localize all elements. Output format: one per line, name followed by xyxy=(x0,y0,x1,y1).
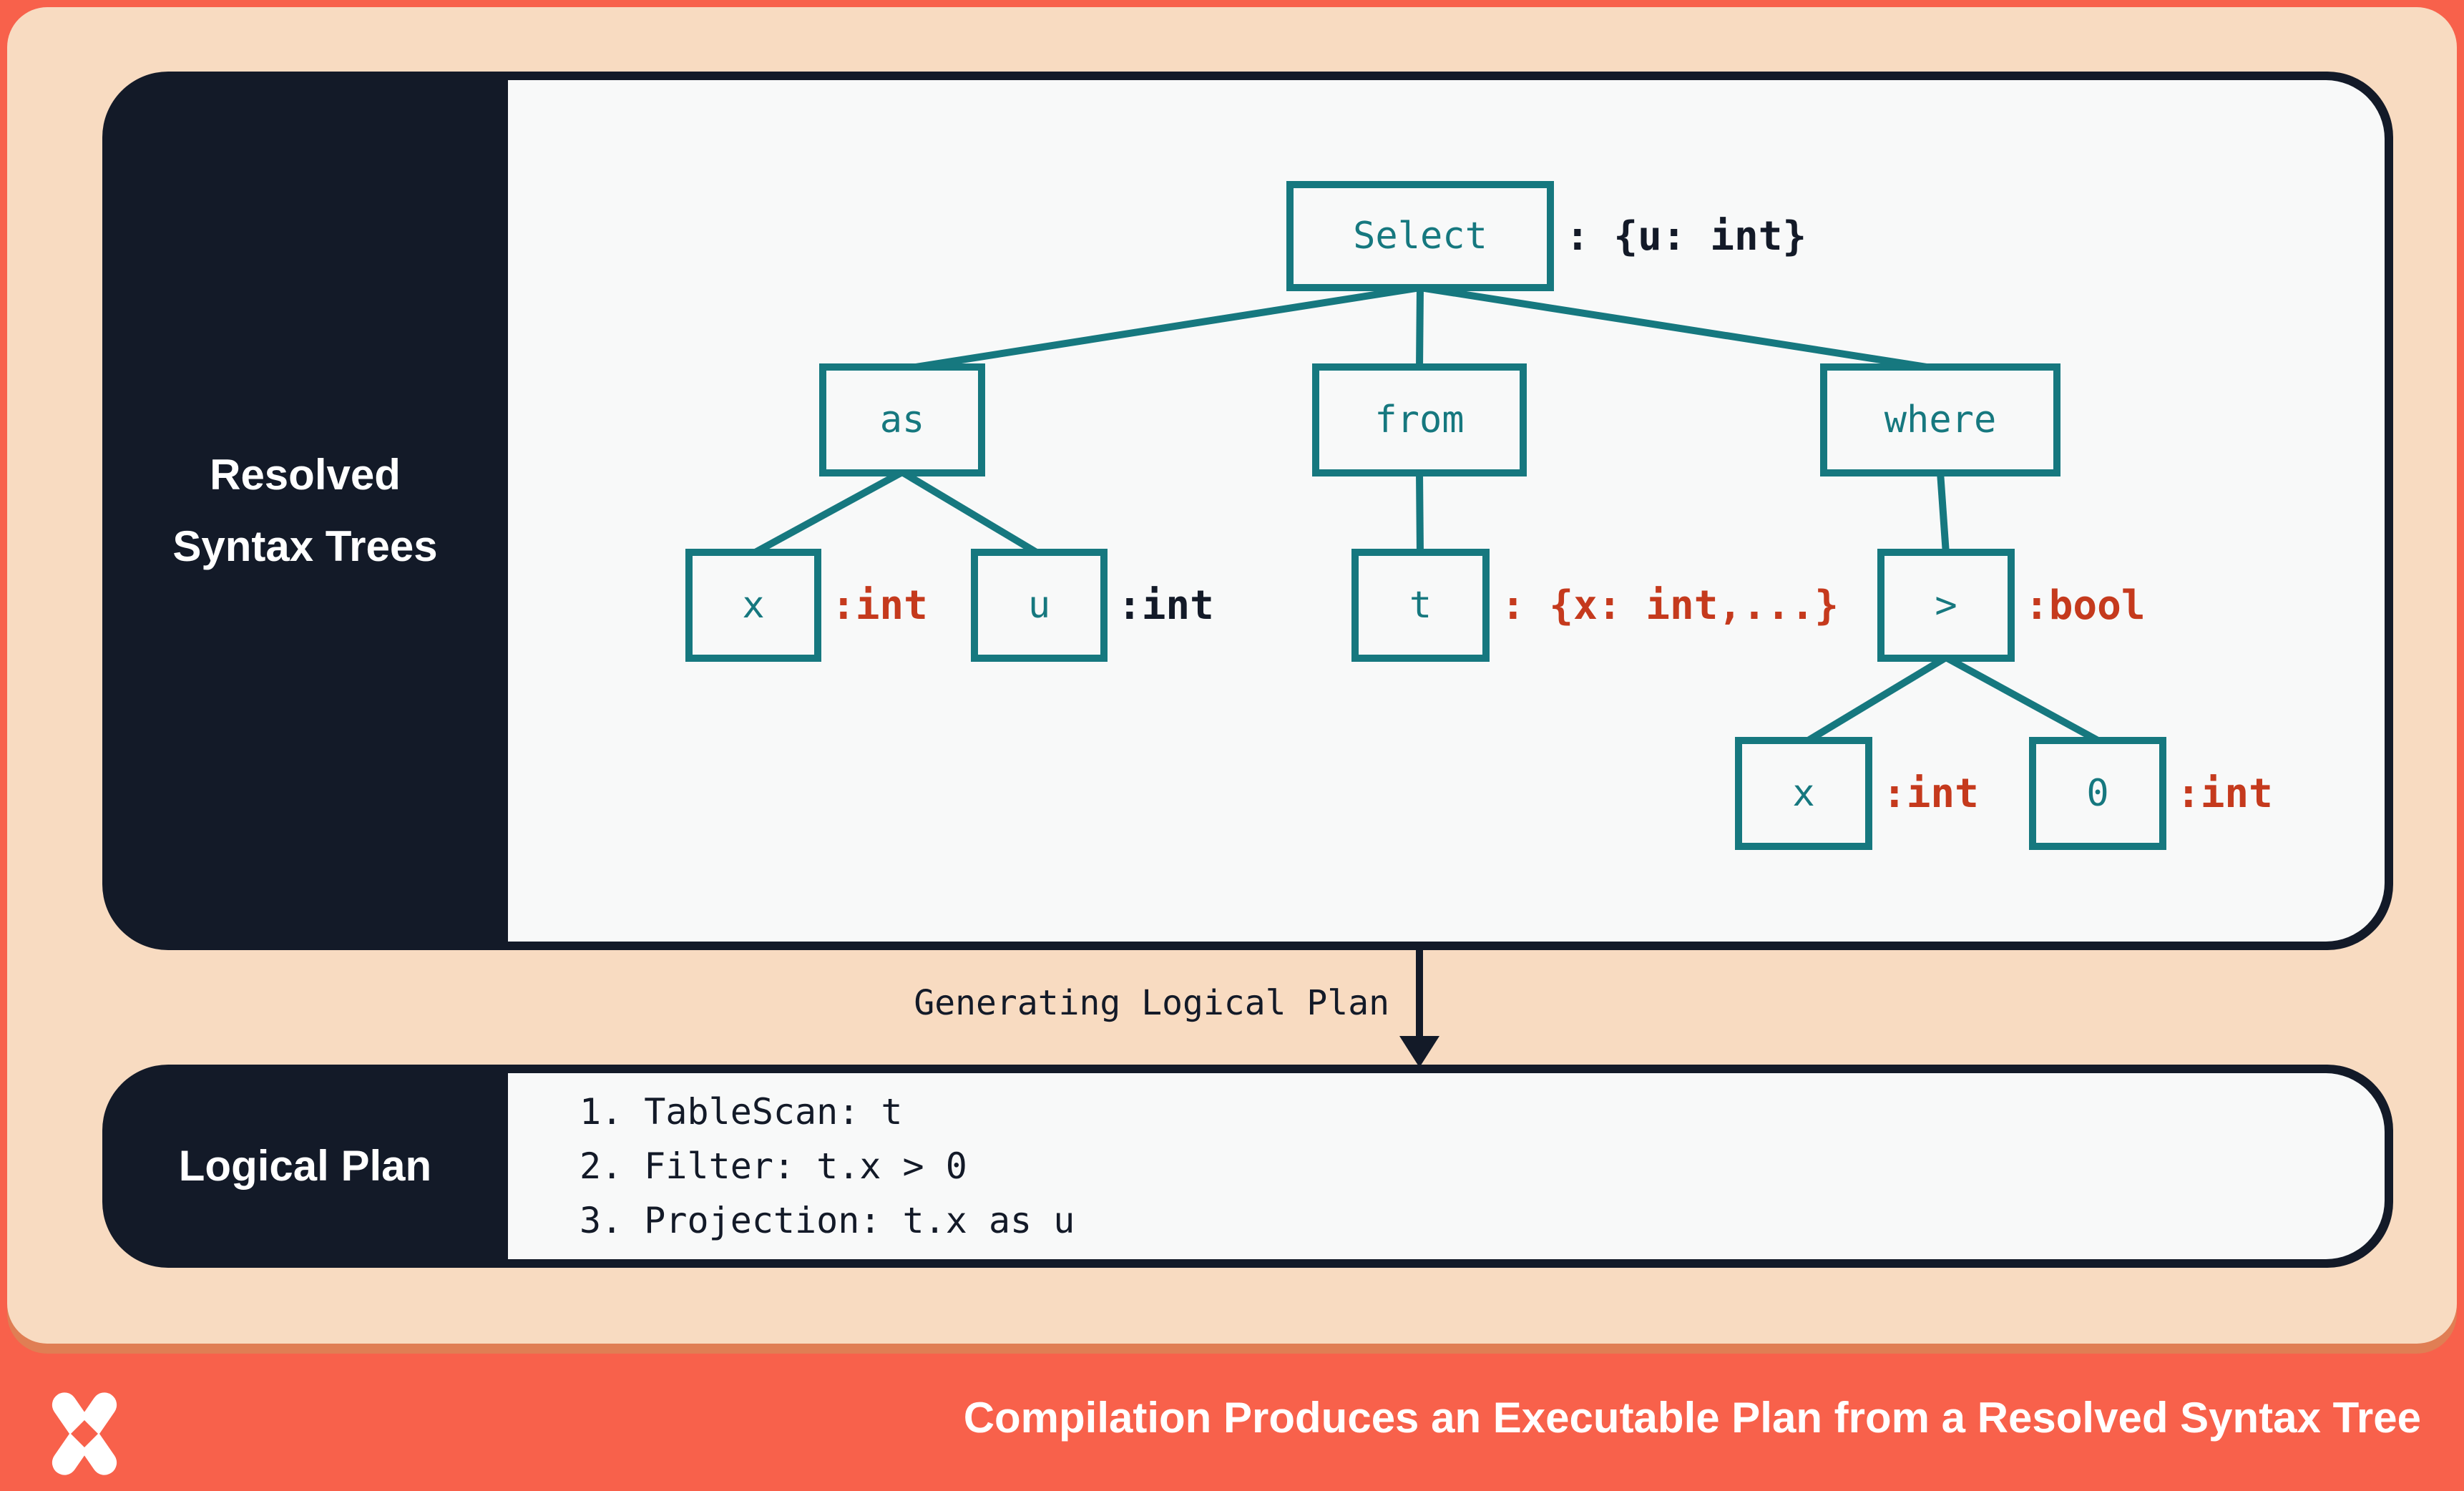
type-annotation-select: : {u: int} xyxy=(1565,212,1807,260)
syntax-trees-panel-label: Resolved Syntax Trees xyxy=(102,72,508,950)
type-annotation-t: : {x: int,...} xyxy=(1501,582,1839,629)
transition-label: Generating Logical Plan xyxy=(914,983,1389,1023)
node-t-label: t xyxy=(1409,584,1432,627)
logical-plan-panel-label: Logical Plan xyxy=(102,1065,508,1268)
node-as: as xyxy=(819,363,985,476)
node-greater-than: > xyxy=(1877,549,2015,662)
logical-plan-steps: 1. TableScan: t 2. Filter: t.x > 0 3. Pr… xyxy=(580,1073,1724,1259)
logical-plan-panel-content xyxy=(508,1073,2385,1259)
type-annotation-greater-than: :bool xyxy=(2025,582,2146,629)
node-as-label: as xyxy=(879,399,925,441)
type-annotation-x-alias: :int xyxy=(831,582,928,629)
footer-title: Compilation Produces an Executable Plan … xyxy=(963,1393,2421,1442)
syntax-trees-label-line1: Resolved xyxy=(210,451,401,499)
logical-plan-label-text: Logical Plan xyxy=(178,1142,432,1190)
flow-arrow-head-icon xyxy=(1399,1036,1439,1067)
node-where: where xyxy=(1820,363,2060,476)
type-annotation-x-operand: :int xyxy=(1882,770,1979,817)
node-from-label: from xyxy=(1374,399,1465,441)
node-from: from xyxy=(1312,363,1527,476)
node-t: t xyxy=(1351,549,1490,662)
node-select-label: Select xyxy=(1353,215,1487,258)
node-u: u xyxy=(971,549,1108,662)
node-x-operand-label: x xyxy=(1792,772,1815,815)
node-where-label: where xyxy=(1884,399,1997,441)
plan-step-1: 1. TableScan: t xyxy=(580,1091,903,1133)
logical-plan-panel: Logical Plan xyxy=(102,1065,2393,1268)
footer-bar: Compilation Produces an Executable Plan … xyxy=(0,1344,2464,1491)
syntax-trees-label-line2: Syntax Trees xyxy=(172,522,438,570)
node-x-operand: x xyxy=(1735,737,1872,850)
node-select: Select xyxy=(1286,181,1554,291)
plan-step-3: 3. Projection: t.x as u xyxy=(580,1200,1075,1241)
node-u-label: u xyxy=(1027,584,1051,627)
type-annotation-u: :int xyxy=(1118,582,1214,629)
type-annotation-zero: :int xyxy=(2176,770,2273,817)
node-x-alias-label: x xyxy=(742,584,765,627)
plan-step-2: 2. Filter: t.x > 0 xyxy=(580,1145,967,1187)
x-mark-logo-icon xyxy=(52,1392,117,1475)
node-zero: 0 xyxy=(2029,737,2166,850)
flow-arrow-line xyxy=(1416,950,1423,1040)
node-zero-label: 0 xyxy=(2086,772,2109,815)
node-x-alias: x xyxy=(685,549,821,662)
node-greater-than-label: > xyxy=(1935,584,1957,627)
